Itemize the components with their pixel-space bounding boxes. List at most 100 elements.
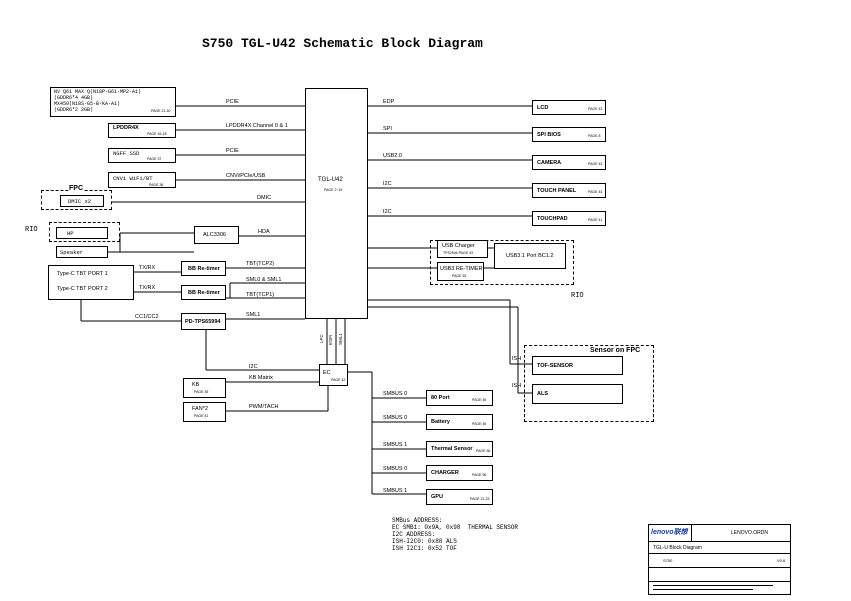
camera-page: PAGE 43 xyxy=(588,162,603,166)
lpddr4x-block[interactable]: LPDDR4X PAGE 16-18 xyxy=(108,123,176,138)
retimer1-label: BB Re-timer xyxy=(188,266,220,272)
ngff-ssd-page: PAGE 37 xyxy=(147,157,162,161)
ngff-ssd-label: NGFF SSD xyxy=(113,150,140,157)
diagram-title: S750 TGL-U42 Schematic Block Diagram xyxy=(202,36,483,51)
dmic-block[interactable]: DMIC x2 xyxy=(60,195,104,207)
typec-port1-label: Type-C TBT PORT 1 xyxy=(57,271,108,277)
charger-block[interactable]: CHARGER PAGE 56 xyxy=(426,465,493,481)
document-title: TGL-U Block Diagram xyxy=(653,545,702,551)
net-usb2: USB2.0 xyxy=(383,153,402,159)
speaker-block[interactable]: Speaker xyxy=(56,246,108,258)
lenovo-logo: lenovo联想 xyxy=(651,529,688,536)
net-i2c-ec: I2C xyxy=(249,364,258,370)
pd-block[interactable]: PD-TPS65994 xyxy=(181,313,226,330)
charger-label: CHARGER xyxy=(431,470,459,476)
spi-bios-label: SPI BIOS xyxy=(537,132,561,138)
net-ish-als: ISH xyxy=(512,383,522,389)
nv-gpu-line2: (GDDR6*4 4GB) xyxy=(54,95,94,101)
ec-page: PAGE 42 xyxy=(331,378,346,382)
model-name: S750 xyxy=(663,558,673,563)
usb3-retimer-block[interactable]: USB3 RE-TIMER PAGE 53 xyxy=(437,262,484,281)
net-sml0-sml1: SML0 & SML1 xyxy=(246,277,282,283)
gpu-block[interactable]: GPU PAGE 21-33 xyxy=(426,489,493,505)
lpddr4x-page: PAGE 16-18 xyxy=(147,132,167,136)
fan-block[interactable]: FAN*2 PAGE 41 xyxy=(183,402,226,422)
fan-label: FAN*2 xyxy=(192,406,208,412)
retimer2-label: BB Re-timer xyxy=(188,290,220,296)
net-cc: CC1/CC2 xyxy=(135,314,159,320)
camera-label: CAMERA xyxy=(537,160,562,166)
lcd-block[interactable]: LCD PAGE 43 xyxy=(532,100,606,115)
rio-left-group xyxy=(49,222,120,242)
port80-page: PAGE 45 xyxy=(472,398,487,402)
net-smbus1-gpu: SMBUS 1 xyxy=(383,488,408,494)
speaker-label: Speaker xyxy=(60,249,84,256)
net-smbus0-port80: SMBUS 0 xyxy=(383,391,408,397)
ec-label: EC xyxy=(323,370,331,376)
sensor-fpc-group xyxy=(524,345,654,422)
touchpad-block[interactable]: TOUCHPAD PAGE 41 xyxy=(532,211,606,226)
net-pcie-gpu: PCIE xyxy=(226,99,239,105)
touch-panel-block[interactable]: TOUCH PANEL PAGE 43 xyxy=(532,183,606,198)
net-cnvi: CNVi/PCIe/USB xyxy=(226,173,266,179)
nv-gpu-page: PAGE 21-30 xyxy=(151,109,171,113)
port80-label: 80 Port xyxy=(431,395,450,401)
battery-block[interactable]: Battery PAGE 45 xyxy=(426,414,493,430)
net-lpddr-channel: LPDDR4X Channel 0 & 1 xyxy=(226,123,288,129)
title-block: lenovo联想 LENOVO.ORDN TGL-U Block Diagram… xyxy=(648,524,791,595)
gpu-page: PAGE 21-33 xyxy=(470,497,490,501)
hp-block[interactable]: HP xyxy=(56,227,108,239)
nv-gpu-block[interactable]: NV Q61 MAX Q(N18P-G61-MP2-A1) (GDDR6*4 4… xyxy=(50,87,176,117)
usb-charger-block[interactable]: USB Charger TPS2546 PAGE 43 xyxy=(437,240,488,258)
touch-panel-label: TOUCH PANEL xyxy=(537,188,577,194)
battery-label: Battery xyxy=(431,419,450,425)
retimer1-block[interactable]: BB Re-timer xyxy=(181,261,226,276)
rio-right-label: RIO xyxy=(571,292,584,300)
cpu-block[interactable]: TGL-U42 PAGE 2~19 xyxy=(305,88,368,319)
charger-page: PAGE 56 xyxy=(472,473,487,477)
net-edp: EDP xyxy=(383,99,395,105)
net-txrx-2: TX/RX xyxy=(139,285,156,291)
net-tbt-tcp2: TBT(TCP2) xyxy=(246,261,275,267)
sensor-fpc-label: Sensor on FPC xyxy=(590,347,641,354)
battery-page: PAGE 45 xyxy=(472,422,487,426)
touch-panel-page: PAGE 43 xyxy=(588,190,603,194)
net-dmic: DMIC xyxy=(257,195,272,201)
kb-block[interactable]: KB PAGE 45 xyxy=(183,378,226,398)
usb3-retimer-page: PAGE 53 xyxy=(452,274,467,278)
net-kb-matrix: KB Matrix xyxy=(249,375,273,381)
usb31-port-block[interactable]: USB3.1 Port BC1.2 xyxy=(494,243,566,269)
cnvi-block[interactable]: CNVi WiFi/BT PAGE 36 xyxy=(108,172,176,188)
port80-block[interactable]: 80 Port PAGE 45 xyxy=(426,390,493,406)
typec-ports-block[interactable]: Type-C TBT PORT 1 Type-C TBT PORT 2 xyxy=(48,265,134,300)
net-i2c-touchpad: I2C xyxy=(383,209,392,215)
net-tbt-tcp1: TBT(TCP1) xyxy=(246,292,275,298)
ngff-ssd-block[interactable]: NGFF SSD PAGE 37 xyxy=(108,148,176,163)
spi-bios-block[interactable]: SPI BIOS PAGE 8 xyxy=(532,127,606,142)
title-block-logo-cell: lenovo联想 xyxy=(649,525,692,542)
net-smbus0-charger: SMBUS 0 xyxy=(383,466,408,472)
als-label: ALS xyxy=(537,391,548,397)
rio-left-label: RIO xyxy=(25,226,38,234)
kb-page: PAGE 45 xyxy=(194,390,209,394)
net-smbus0-battery: SMBUS 0 xyxy=(383,415,408,421)
gpu-label: GPU xyxy=(431,494,443,500)
camera-block[interactable]: CAMERA PAGE 43 xyxy=(532,155,606,170)
alc3306-block[interactable]: ALC3306 xyxy=(194,226,239,244)
usb3-retimer-label: USB3 RE-TIMER xyxy=(440,266,483,272)
thermal-sensor-label: Thermal Sensor xyxy=(431,446,473,452)
net-i2c-touchpanel: I2C xyxy=(383,181,392,187)
fpc-label: FPC xyxy=(69,185,83,192)
touchpad-page: PAGE 41 xyxy=(588,218,603,222)
retimer2-block[interactable]: BB Re-timer xyxy=(181,285,226,300)
net-pcie-ssd: PCIE xyxy=(226,148,239,154)
net-hda: HDA xyxy=(258,229,270,235)
thermal-sensor-block[interactable]: Thermal Sensor PAGE 56 xyxy=(426,441,493,457)
tof-sensor-block[interactable]: TOF-SENSOR xyxy=(532,356,623,375)
cpu-page: PAGE 2~19 xyxy=(324,188,343,192)
als-block[interactable]: ALS xyxy=(532,384,623,404)
cnvi-label: CNVi WiFi/BT xyxy=(113,175,153,182)
hp-label: HP xyxy=(67,230,74,237)
ec-block[interactable]: EC PAGE 42 xyxy=(319,364,348,386)
